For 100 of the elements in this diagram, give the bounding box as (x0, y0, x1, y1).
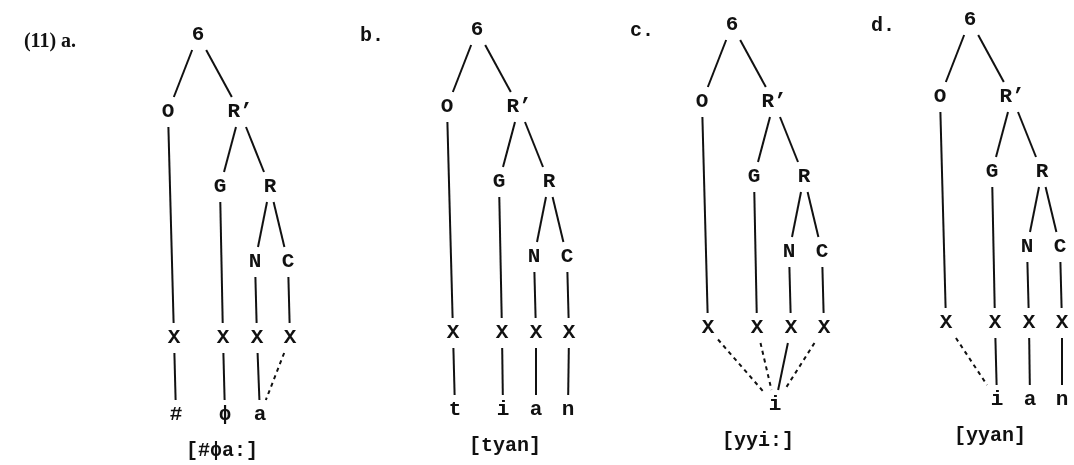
tree-branch-line (991, 186, 996, 309)
tree-branch-line (451, 44, 473, 93)
tree-node-label: X (167, 327, 181, 349)
tree-branch-line (777, 342, 789, 391)
tree-node-label: X (750, 317, 764, 339)
tree-node-label: O (440, 96, 454, 118)
tree-node-label: X (250, 327, 264, 349)
tree-branch-line (753, 191, 758, 314)
example-label: d. (871, 13, 895, 37)
tree-node-label: X (529, 322, 543, 344)
tree-branch-line (994, 337, 998, 386)
tree-branch-line (701, 116, 709, 314)
tree-node-label: R (797, 166, 811, 188)
tree-node-label: R (263, 176, 277, 198)
tree-node-label: R’ (999, 86, 1025, 108)
tree-node-label: G (747, 166, 761, 188)
tree-node-label: O (695, 91, 709, 113)
tree-node-label: X (939, 312, 953, 334)
tree-branch-line (536, 196, 547, 243)
example-label: (11) a. (23, 28, 77, 52)
tree-branch-line (1061, 337, 1063, 386)
tree-node-label: X (495, 322, 509, 344)
tree-node-label: N (1020, 236, 1034, 258)
tree-branch-line (535, 347, 537, 396)
tree-branch-line (788, 266, 792, 314)
tree-branch-line (1029, 186, 1040, 233)
tree-branch-line (939, 111, 947, 309)
phonetic-transcription: [tyan] (469, 433, 541, 457)
tree-branch-line (1017, 111, 1037, 158)
tree-node-label: R’ (506, 96, 532, 118)
tree-node-label: 6 (725, 14, 739, 36)
tree-node-label: ϕ (218, 404, 232, 426)
tree-node-label: X (784, 317, 798, 339)
tree-node-label: i (768, 394, 782, 416)
tree-node-label: G (492, 171, 506, 193)
tree-branch-line (944, 34, 966, 83)
example-label: c. (630, 18, 654, 42)
tree-branch-line (806, 191, 820, 238)
tree-node-label: C (560, 246, 574, 268)
tree-node-label: a (1023, 389, 1037, 411)
tree-node-label: X (817, 317, 831, 339)
phonetic-transcription: [#ϕa:] (186, 438, 258, 462)
tree-node-label: N (527, 246, 541, 268)
tree-node-label: t (448, 399, 462, 421)
tree-branch-line (567, 347, 570, 396)
tree-node-label: a (253, 404, 267, 426)
tree-branch-line (245, 126, 265, 173)
tree-branch-line (254, 276, 258, 324)
tree-node-label: R (1035, 161, 1049, 183)
tree-node-label: 6 (963, 9, 977, 31)
tree-node-label: R’ (227, 101, 253, 123)
tree-node-label: N (782, 241, 796, 263)
tree-node-label: R’ (761, 91, 787, 113)
tree-branch-line (498, 196, 503, 319)
tree-branch-line (791, 191, 802, 238)
tree-node-label: N (248, 251, 262, 273)
tree-branch-line (551, 196, 565, 243)
tree-branch-line (706, 39, 728, 88)
tree-branch-line (1059, 261, 1063, 309)
tree-branch-line (977, 34, 1005, 83)
tree-branch-line (501, 347, 504, 396)
tree-branch-line (757, 116, 771, 163)
phonetic-transcription: [yyan] (954, 423, 1026, 447)
dashed-association-line (954, 337, 989, 386)
tree-node-label: C (281, 251, 295, 273)
tree-node-label: O (933, 86, 947, 108)
tree-node-label: X (1055, 312, 1069, 334)
phonetic-transcription: [yyi:] (722, 428, 794, 452)
tree-branch-line (222, 352, 226, 401)
dashed-association-line (264, 352, 286, 401)
tree-branch-line (173, 352, 177, 401)
tree-node-label: n (1055, 389, 1069, 411)
tree-branch-line (566, 271, 570, 319)
tree-node-label: C (815, 241, 829, 263)
tree-node-label: 6 (191, 24, 205, 46)
tree-branch-line (167, 126, 175, 324)
tree-node-label: # (169, 404, 183, 426)
tree-node-label: X (701, 317, 715, 339)
tree-node-label: G (213, 176, 227, 198)
tree-branch-line (484, 44, 512, 93)
tree-node-label: C (1053, 236, 1067, 258)
tree-node-label: X (283, 327, 297, 349)
tree-branch-line (219, 201, 224, 324)
tree-branch-line (739, 39, 767, 88)
tree-branch-line (446, 121, 454, 319)
tree-branch-line (287, 276, 291, 324)
tree-branch-line (821, 266, 825, 314)
tree-branch-line (1044, 186, 1058, 233)
tree-node-label: X (1022, 312, 1036, 334)
tree-node-label: 6 (470, 19, 484, 41)
tree-branch-line (995, 111, 1009, 158)
tree-branch-line (779, 116, 799, 163)
tree-branch-line (524, 121, 544, 168)
tree-node-label: X (216, 327, 230, 349)
tree-node-label: X (446, 322, 460, 344)
tree-node-label: X (562, 322, 576, 344)
tree-branch-line (272, 201, 286, 248)
tree-branch-line (1028, 337, 1031, 386)
tree-node-label: X (988, 312, 1002, 334)
tree-branch-line (502, 121, 516, 168)
